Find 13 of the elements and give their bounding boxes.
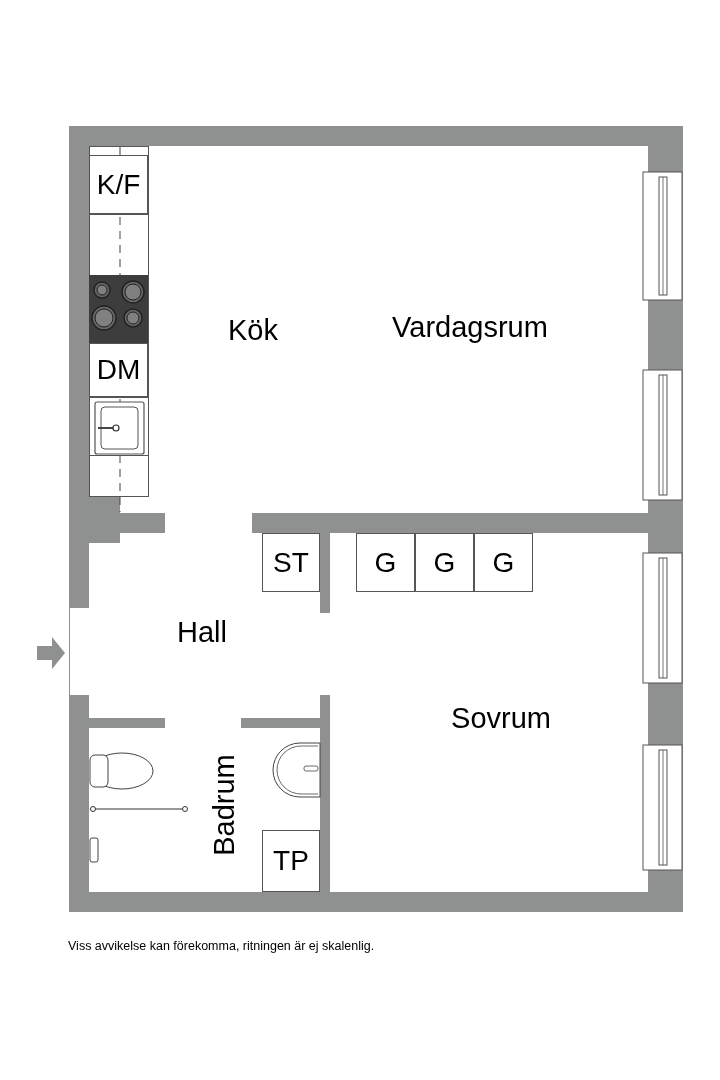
room-label: Kök [228,315,278,345]
room-label: Vardagsrum [392,312,548,342]
cabinet-box: DM [89,343,148,397]
room-label: Badrum [209,754,239,856]
cabinet-box: ST [262,533,320,592]
room-label: Sovrum [451,703,551,733]
cabinet-box: K/F [89,155,148,214]
cabinet-box: G [356,533,415,592]
room-label: Hall [177,617,227,647]
cabinet-box: G [474,533,533,592]
caption: Viss avvikelse kan förekomma, ritningen är ej skalenlig. [68,938,375,955]
cabinet-box: G [415,533,474,592]
cabinet-box: TP [262,830,320,892]
